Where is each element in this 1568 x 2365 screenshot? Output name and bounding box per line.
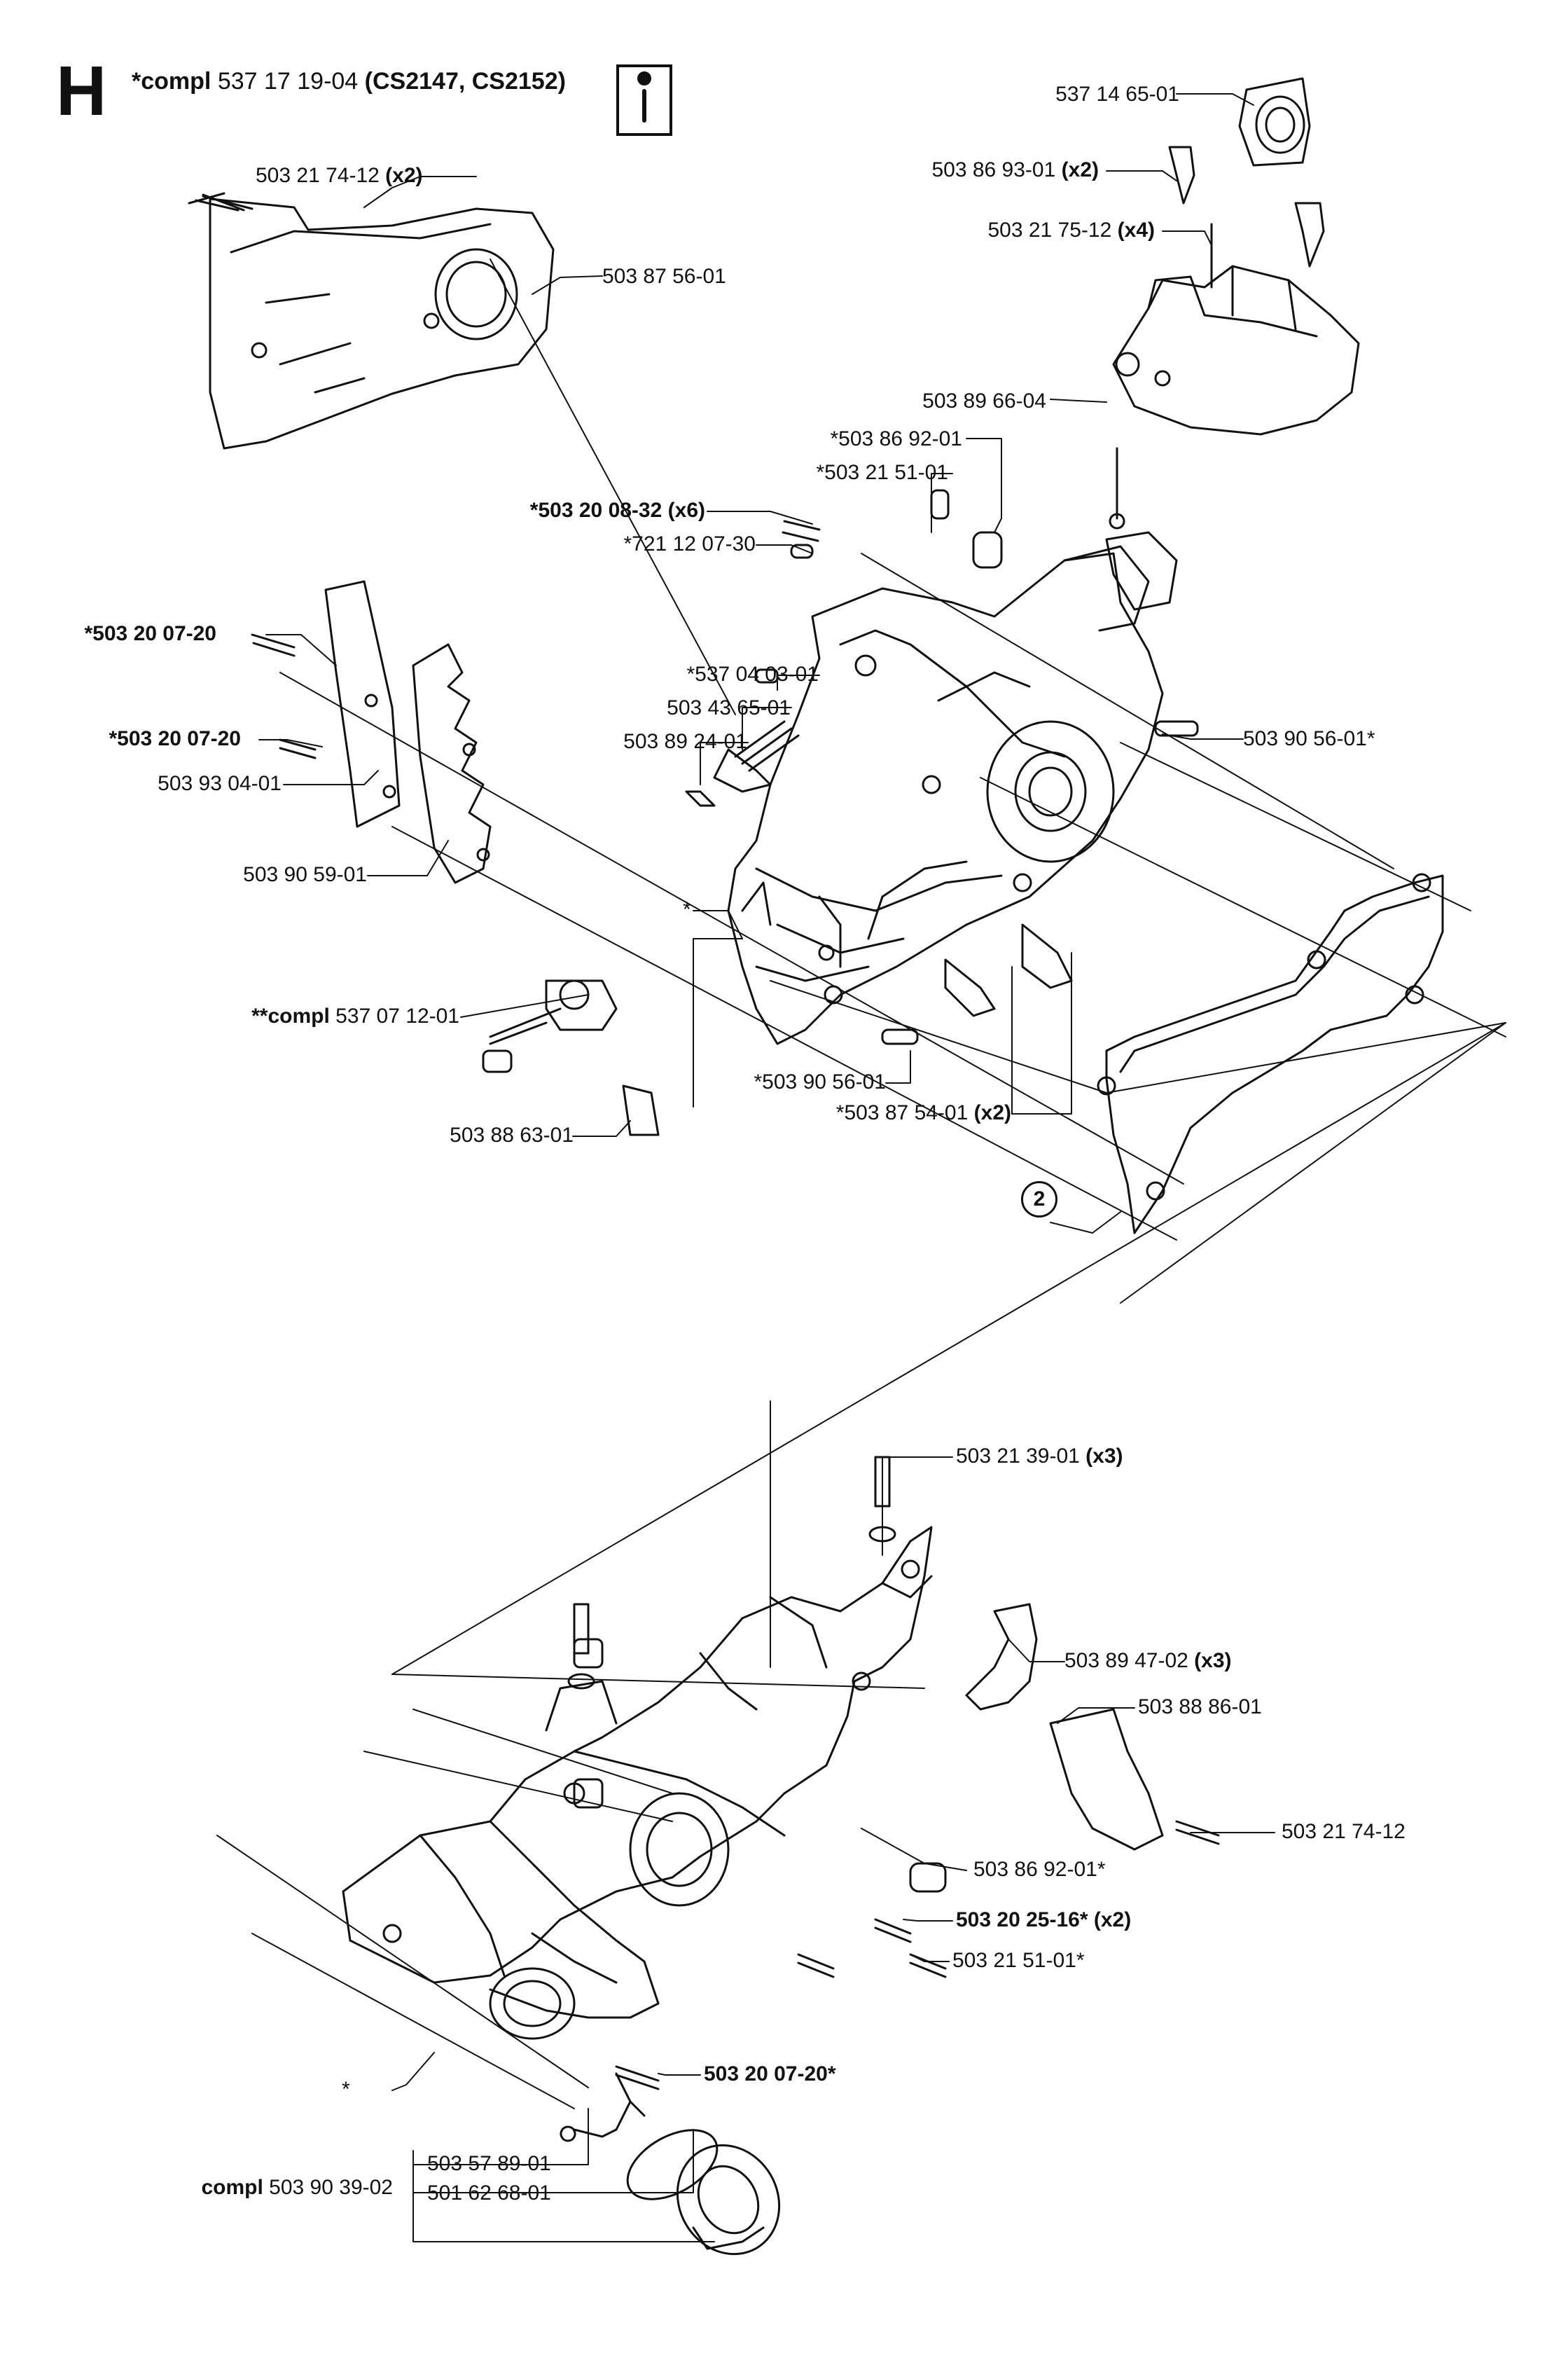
part-label[interactable]: 503 21 74-12 (x2) <box>256 164 423 187</box>
part-label[interactable]: compl 503 90 39-02 <box>201 2176 393 2199</box>
compl-prefix: *compl <box>132 68 211 95</box>
fuel-cap <box>560 2072 781 2256</box>
part-label[interactable]: 503 21 51-01* <box>952 1949 1085 1972</box>
part-label[interactable]: *503 21 51-01 <box>816 461 949 484</box>
part-label[interactable]: 503 20 25-16* (x2) <box>956 1908 1132 1931</box>
part-label[interactable]: * <box>342 2078 350 2101</box>
part-label[interactable]: *721 12 07-30 <box>623 532 756 556</box>
part-label[interactable]: * <box>683 898 691 921</box>
chain-cover-outer <box>188 192 555 450</box>
part-label[interactable]: *503 87 54-01 (x2) <box>835 1101 1011 1124</box>
part-label[interactable]: 503 89 47-02 (x3) <box>1064 1649 1232 1672</box>
gasket-callout[interactable]: 2 <box>1021 1181 1057 1218</box>
info-icon <box>637 71 651 123</box>
part-label[interactable]: 503 89 24-01 <box>623 730 747 753</box>
part-label[interactable]: 503 21 74-12 <box>1282 1820 1406 1843</box>
part-label[interactable]: 503 86 93-01 (x2) <box>931 158 1099 181</box>
part-label[interactable]: *537 04 03-01 <box>686 663 819 686</box>
part-label[interactable]: 503 86 92-01* <box>973 1858 1106 1881</box>
spike-bumper <box>324 580 492 884</box>
part-label[interactable]: **compl 537 07 12-01 <box>251 1005 459 1028</box>
part-label[interactable]: *503 20 07-20 <box>109 727 242 750</box>
small-hardware <box>202 193 1199 1136</box>
part-label[interactable]: *503 90 56-01 <box>754 1070 887 1094</box>
section-letter: H <box>56 52 107 130</box>
info-box[interactable] <box>616 64 672 136</box>
part-label[interactable]: *503 20 08-32 (x6) <box>529 499 705 522</box>
part-label[interactable]: 503 21 39-01 (x3) <box>956 1444 1123 1468</box>
gasket <box>1097 873 1444 1234</box>
part-label[interactable]: 537 14 65-01 <box>1055 83 1179 106</box>
part-label[interactable]: 503 93 04-01 <box>158 772 282 795</box>
part-label[interactable]: 503 43 65-01 <box>667 696 791 719</box>
leader-lines <box>216 93 1506 2242</box>
part-label[interactable]: 503 90 59-01 <box>243 863 367 886</box>
part-label[interactable]: 503 90 56-01* <box>1243 727 1375 750</box>
part-label[interactable]: 503 88 86-01 <box>1138 1695 1262 1718</box>
carb-parts <box>1105 77 1360 611</box>
part-label[interactable]: 503 87 56-01 <box>602 265 726 288</box>
part-label[interactable]: 503 57 89-01 <box>427 2152 551 2175</box>
compl-models: (CS2147, CS2152) <box>364 68 566 95</box>
part-label[interactable]: *503 86 92-01 <box>830 427 963 450</box>
part-label[interactable]: *503 20 07-20 <box>84 622 217 645</box>
part-label[interactable]: 503 88 63-01 <box>450 1124 574 1147</box>
part-label[interactable]: 503 21 75-12 (x4) <box>987 219 1155 242</box>
part-label[interactable]: 501 62 68-01 <box>427 2181 551 2205</box>
part-label[interactable]: 503 89 66-04 <box>922 389 1046 413</box>
lower-hardware <box>567 1456 1220 2090</box>
crankcase-lower <box>342 1526 933 2040</box>
part-label[interactable]: 503 20 07-20* <box>704 2062 836 2085</box>
assembly-header: *compl 537 17 19-04 (CS2147, CS2152) <box>132 67 566 95</box>
compl-number: 537 17 19-04 <box>217 68 359 95</box>
crankcase-upper <box>727 545 1164 1045</box>
